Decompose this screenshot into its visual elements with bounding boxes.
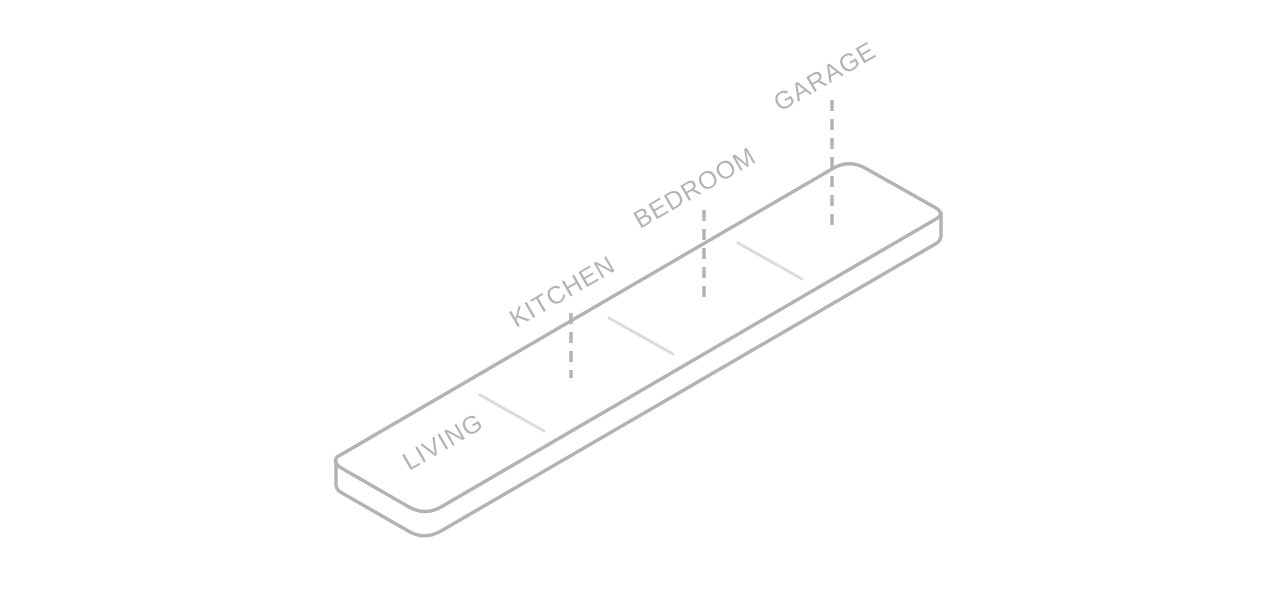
zone-divider-2 bbox=[607, 316, 675, 356]
strip-top-face bbox=[333, 162, 943, 514]
zone-divider-1 bbox=[478, 393, 546, 433]
zone-label-kitchen: KITCHEN bbox=[505, 251, 620, 334]
zone-label-living: LIVING bbox=[398, 408, 488, 476]
strip-side-face bbox=[334, 212, 943, 538]
zone-divider-3 bbox=[736, 241, 804, 281]
zone-label-garage: GARAGE bbox=[769, 36, 881, 117]
